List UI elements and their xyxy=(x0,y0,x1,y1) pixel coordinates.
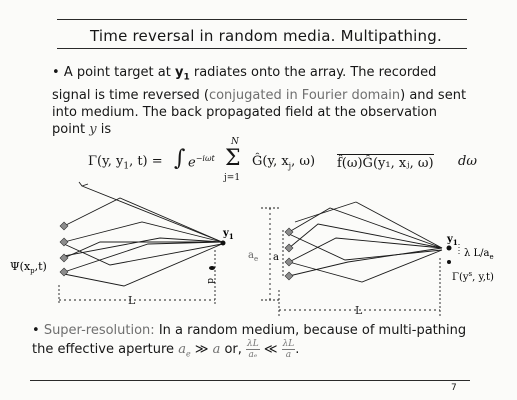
page-number: 7 xyxy=(451,383,457,393)
gamma-label: Γ(ys, y,t) xyxy=(452,270,494,283)
a-label: a xyxy=(273,252,279,263)
array-element xyxy=(284,271,294,281)
bullet2-text-a: In a random medium, because of multi-pat… xyxy=(32,323,467,357)
bullet-marker: • xyxy=(52,65,60,80)
bullet-marker: • xyxy=(32,323,40,338)
right-length-label: L xyxy=(355,304,363,317)
gg-symbol: ≫ xyxy=(190,342,213,357)
observation-point-symbol: y xyxy=(89,121,97,137)
footer-rule xyxy=(30,380,470,381)
back-propagation-equation: Γ(y, y1, t) = ∫ e−iωt N Σ j=1 Ĝ(y, xj, ω… xyxy=(88,137,488,188)
ae-symbol: ae xyxy=(178,342,191,359)
array-element xyxy=(284,227,294,237)
highlight-conjugated: conjugated in Fourier domain xyxy=(208,87,401,103)
or-text: or, xyxy=(220,342,247,357)
array-element xyxy=(59,221,69,231)
eq-lhs: Γ(y, y1, t) = xyxy=(88,154,163,172)
right-image-point xyxy=(447,260,451,264)
bullet2-end: . xyxy=(295,342,300,357)
resolution-label: λ L/ae xyxy=(464,248,494,261)
left-target-point xyxy=(220,240,226,246)
psi-label: Ψ(xp,t) xyxy=(10,260,47,275)
title-rule-top xyxy=(57,19,467,20)
bullet1-text-d: is xyxy=(96,121,112,137)
eq-sum: Σ xyxy=(225,146,241,171)
bullet1-text-c: ) and sent into medium. The back propaga… xyxy=(52,87,467,137)
left-length-label: L xyxy=(128,294,136,307)
eq-dw: dω xyxy=(458,154,477,169)
bullet-point-target: • A point target at y1 radiates onto the… xyxy=(52,64,472,138)
title-rule-bottom xyxy=(57,48,467,49)
right-array-diamonds xyxy=(284,227,294,281)
ll-symbol: ≪ xyxy=(259,342,282,357)
eq-conjugated-term: f̂(ω)Ĝ(y₁, xⱼ, ω) xyxy=(337,154,434,171)
right-target-point xyxy=(446,245,452,251)
array-element xyxy=(59,253,69,263)
bullet-super-resolution: • Super-resolution: In a random medium, … xyxy=(32,322,482,363)
eq-integral: ∫ xyxy=(174,146,186,171)
array-element xyxy=(59,237,69,247)
slide-title: Time reversal in random media. Multipath… xyxy=(90,27,442,45)
left-scatterer-label: d xyxy=(205,278,215,284)
array-element xyxy=(284,243,294,253)
y1-symbol: y1 xyxy=(174,65,190,83)
bullet1-text-a: A point target at xyxy=(63,65,175,80)
term-super-resolution: Super-resolution: xyxy=(43,323,155,338)
left-target-label: y1 xyxy=(222,228,234,241)
right-target-label: y1 xyxy=(446,234,458,247)
eq-sum-upper: N xyxy=(231,137,239,147)
left-array-diamonds xyxy=(59,221,69,277)
array-element xyxy=(284,257,294,267)
eq-sum-lower: j=1 xyxy=(224,173,241,183)
a-symbol: a xyxy=(212,342,221,357)
ae-label: ae xyxy=(248,250,258,263)
left-scatterer xyxy=(209,266,215,270)
eq-exp: e−iωt xyxy=(188,154,215,171)
bullet1-text-b: radiates onto the array. The recorded si… xyxy=(52,65,437,103)
eq-green-function: Ĝ(y, xj, ω) xyxy=(252,154,316,171)
array-element xyxy=(59,267,69,277)
